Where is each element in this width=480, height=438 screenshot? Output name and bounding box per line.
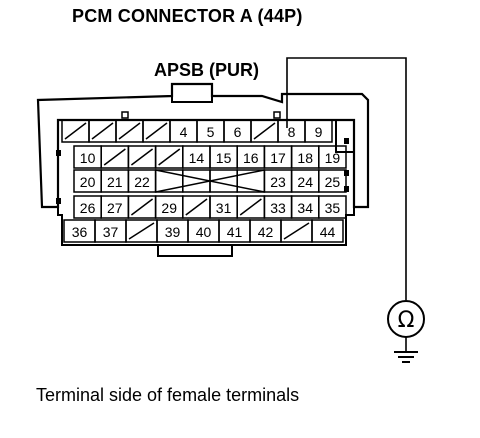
pin-cell [318,195,347,219]
pin-number: 35 [325,200,341,216]
caption: Terminal side of female terminals [36,385,300,405]
pin-cell [311,219,344,243]
pin-cell [318,169,347,193]
side-key-left [56,150,61,156]
pin-cell [304,119,333,143]
pin-number: 27 [107,200,123,216]
pin-number: 29 [161,200,177,216]
unused-pin-slash [130,198,154,216]
unused-pin-slash [91,122,114,140]
pin-grid: 4 5 6 8 9 10 14 15 16 17 18 19 20 21 22 23 24 25 26 27 29 31 3… [61,119,347,243]
unused-pin-slash [103,148,126,166]
pin-number: 10 [80,150,96,166]
pin-number: 40 [196,224,212,240]
pin-number: 36 [72,224,88,240]
pin-number: 41 [227,224,243,240]
pin-number: 26 [80,200,96,216]
unused-pin-slash [253,122,276,140]
pin-number: 6 [234,124,242,140]
pin-number: 22 [134,174,150,190]
pin-number: 9 [315,124,323,140]
wire-label: APSB (PUR) [154,60,260,80]
pin-cell [209,169,238,193]
pin-number: 37 [103,224,119,240]
pin-number: 16 [243,150,259,166]
pin-number: 18 [297,150,313,166]
pin-cell [182,169,211,193]
unused-pin-slash [118,122,141,140]
top-key-left [121,111,129,119]
pin-cell [318,145,347,169]
unused-pin-slash [158,148,181,166]
pin-number: 19 [325,150,341,166]
unused-pin-slash [128,222,155,240]
pin-number: 44 [320,224,336,240]
pin-number: 20 [80,174,96,190]
pin-number: 34 [297,200,313,216]
pin-number: 42 [258,224,274,240]
unused-pin-slash [283,222,310,240]
unused-pin-slash [145,122,168,140]
unused-pin-slash [130,148,154,166]
pin-number: 8 [288,124,296,140]
top-key-right [273,111,281,119]
pin-number: 33 [270,200,286,216]
locking-tab [171,83,213,103]
pin-number: 24 [297,174,313,190]
pin-number: 23 [270,174,286,190]
pin-number: 14 [189,150,205,166]
pin-number: 25 [325,174,341,190]
pin-number: 5 [207,124,215,140]
pin-number: 39 [165,224,181,240]
pin-number: 21 [107,174,123,190]
side-key-left-2 [56,198,61,204]
pin-number: 17 [270,150,286,166]
unused-pin-slash [185,198,208,216]
ohm-icon: Ω [398,308,415,333]
unused-pin-slash [64,122,87,140]
pin-number: 31 [216,200,232,216]
side-key-right [344,138,349,144]
unused-pin-slash [239,198,262,216]
bottom-latch [157,245,233,257]
probe-wire [286,57,407,300]
blank-area-cross [155,169,265,193]
connector-title: PCM CONNECTOR A (44P) [72,6,303,26]
pin-number: 4 [180,124,188,140]
pin-number: 15 [216,150,232,166]
